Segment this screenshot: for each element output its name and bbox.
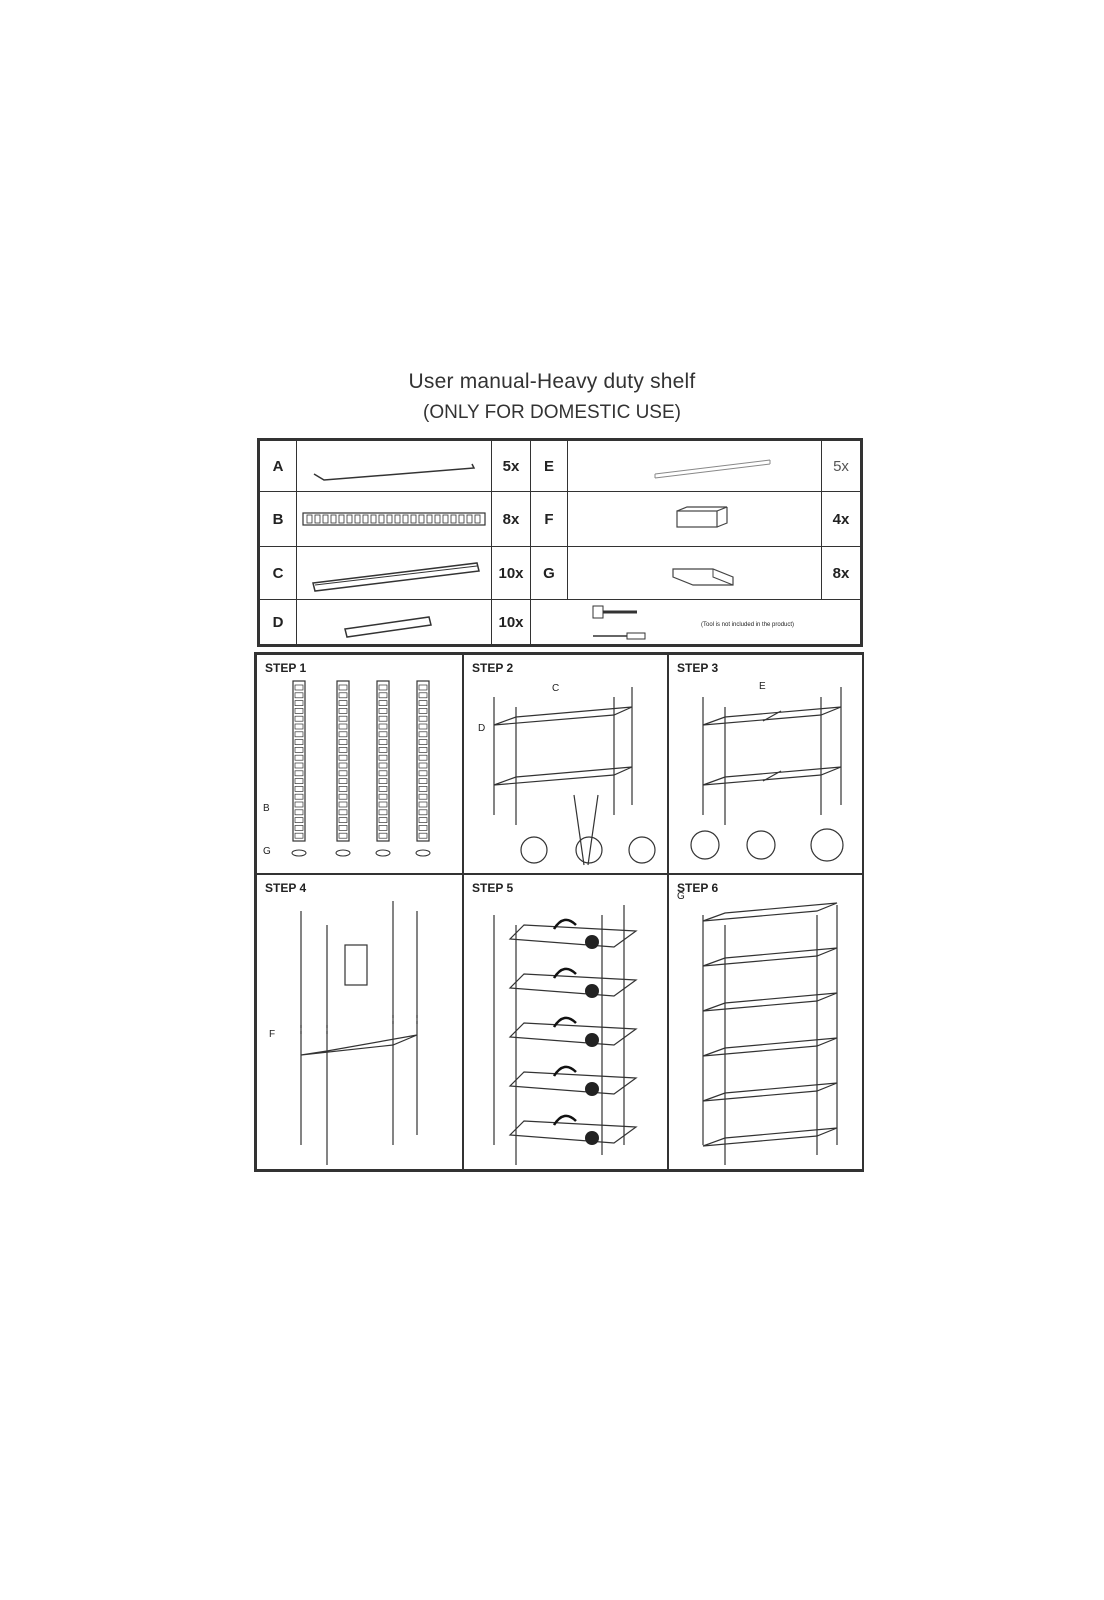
part-letter: D [259, 599, 297, 645]
part-qty: 4x [821, 490, 861, 548]
foot-cap-icon [567, 546, 822, 601]
step-5-illustration: A A A A A [493, 905, 638, 1165]
tool-note: (Tool is not included in the product) [701, 622, 795, 629]
part-letter: E [530, 440, 568, 492]
hammer-screwdriver-icon [592, 605, 646, 640]
step-label: STEP 4 [265, 881, 307, 895]
callout-b: B [263, 803, 270, 814]
shelf-panel-icon [296, 440, 492, 492]
part-letter: G [530, 546, 568, 601]
step-2-panel: STEP 2 C D [463, 654, 668, 874]
connector-icon [567, 490, 822, 548]
part-letter: B [259, 490, 297, 548]
manual-subtitle: (ONLY FOR DOMESTIC USE) [423, 402, 681, 423]
part-letter: C [259, 546, 297, 601]
step-4-illustration: F [269, 901, 418, 1165]
step-1-illustration: B G [263, 680, 431, 857]
tools-cell: (Tool is not included in the product) [530, 599, 861, 645]
step-label: STEP 1 [265, 661, 307, 675]
parts-table: A 5x E 5x B 8x F 4x C [257, 438, 863, 647]
part-letter: F [530, 490, 568, 548]
short-beam-icon [296, 599, 492, 645]
manual-title: User manual-Heavy duty shelf [408, 370, 696, 393]
part-letter: A [259, 440, 297, 492]
step-label: STEP 3 [677, 661, 719, 675]
step-2-illustration: C D [478, 683, 656, 866]
part-qty: 10x [491, 546, 531, 601]
step-4-panel: STEP 4 F [256, 874, 463, 1170]
callout-g: G [263, 846, 271, 857]
step-5-panel: STEP 5 A A A A A [463, 874, 668, 1170]
step-3-panel: STEP 3 E [668, 654, 864, 874]
callout-c: C [552, 683, 559, 694]
step-3-illustration: E [690, 681, 844, 862]
cross-beam-icon [567, 440, 822, 492]
callout-g: G [677, 891, 685, 902]
step-6-illustration: G [677, 891, 838, 1165]
step-label: STEP 5 [472, 881, 514, 895]
part-qty: 8x [491, 490, 531, 548]
callout-d: D [478, 723, 485, 734]
step-label: STEP 6 [677, 881, 719, 895]
step-label: STEP 2 [472, 661, 514, 675]
step-1-panel: STEP 1 B G [256, 654, 463, 874]
part-qty: 8x [821, 546, 861, 601]
step-6-panel: STEP 6 G [668, 874, 864, 1170]
part-qty: 5x [491, 440, 531, 492]
steps-grid: STEP 1 B G STEP 2 C D STEP 3 [254, 652, 864, 1172]
callout-f: F [269, 1029, 275, 1040]
callout-e: E [759, 681, 766, 692]
part-qty: 5x [821, 440, 861, 492]
long-beam-icon [296, 546, 492, 601]
part-qty: 10x [491, 599, 531, 645]
upright-post-icon [296, 490, 492, 548]
